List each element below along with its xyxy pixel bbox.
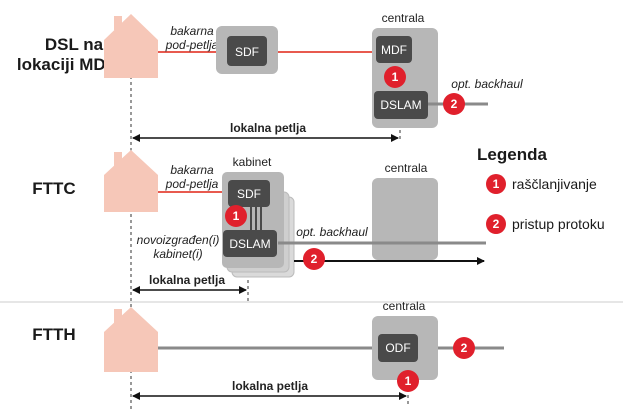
dsl-title-line1: DSL na — [45, 35, 104, 54]
fttc-backhaul-label: opt. backhaul — [296, 225, 368, 239]
legend-item-bitstream-label: pristup protoku — [512, 216, 605, 232]
fttc-title: FTTC — [32, 179, 75, 198]
fttc-bitstream-badge: 2 — [303, 248, 325, 270]
dsl-dslam-box — [374, 91, 428, 119]
fttc-copper-label-line1: bakarna — [170, 163, 214, 177]
legend-item-bitstream-badge: 2 — [493, 217, 500, 231]
ftth-central-office-label: centrala — [383, 299, 426, 313]
dsl-copper-label-line2: pod-petlja — [165, 38, 219, 52]
dsl-sdf-label: SDF — [235, 45, 259, 59]
legend-title: Legenda — [477, 145, 547, 164]
fttc-house-icon — [104, 150, 158, 212]
ftth-local-loop-label: lokalna petlja — [232, 379, 308, 393]
ftth-unbundling-badge: 1 — [397, 370, 419, 392]
ftth-unbundling-badge-number: 1 — [405, 374, 412, 388]
dsl-dslam-label: DSLAM — [380, 98, 421, 112]
fttc-local-loop-label: lokalna petlja — [149, 273, 225, 287]
row-ftth: FTTH centrala ODF 1 2 lokalna petlja — [32, 299, 504, 400]
legend: Legenda 1 raščlanjivanje 2 pristup proto… — [477, 145, 605, 234]
dsl-unbundling-badge: 1 — [384, 66, 406, 88]
dsl-backhaul-label: opt. backhaul — [451, 77, 523, 91]
fttc-new-cabinet-label-line2: kabinet(i) — [153, 247, 202, 261]
fttc-sdf-box — [228, 180, 270, 207]
fttc-central-office-label: centrala — [385, 161, 428, 175]
dsl-unbundling-badge-number: 1 — [392, 70, 399, 84]
dsl-sdf-box — [227, 36, 267, 66]
dsl-title-line2: lokaciji MDF-a — [17, 55, 132, 74]
dsl-bitstream-badge-number: 2 — [451, 97, 458, 111]
legend-item-unbundling-label: raščlanjivanje — [512, 176, 597, 192]
fttc-bitstream-badge-number: 2 — [311, 252, 318, 266]
dsl-mdf-label: MDF — [381, 43, 407, 57]
ftth-odf-label: ODF — [385, 341, 410, 355]
fttc-central-office — [372, 178, 438, 260]
dsl-mdf-box — [376, 36, 412, 63]
fttc-cabinet-label: kabinet — [233, 155, 272, 169]
fttc-dslam-box — [223, 230, 277, 257]
legend-item-unbundling: 1 raščlanjivanje — [486, 174, 597, 194]
dsl-copper-label-line1: bakarna — [170, 24, 214, 38]
fttc-sdf-label: SDF — [237, 187, 261, 201]
row-fttc: FTTC bakarna pod-petlja kabinet SDF DSLA… — [32, 150, 486, 294]
ftth-bitstream-badge: 2 — [453, 337, 475, 359]
legend-item-bitstream: 2 pristup protoku — [486, 214, 605, 234]
fttc-dslam-label: DSLAM — [229, 237, 270, 251]
fttc-copper-label-line2: pod-petlja — [165, 177, 219, 191]
fttc-unbundling-badge-number: 1 — [233, 209, 240, 223]
ftth-house-icon — [104, 307, 158, 372]
row-dsl: DSL na lokaciji MDF-a bakarna pod-petlja… — [17, 11, 523, 142]
ftth-bitstream-badge-number: 2 — [461, 341, 468, 355]
ftth-title: FTTH — [32, 325, 75, 344]
fttc-new-cabinet-label-line1: novoizgrađen(i) — [137, 233, 220, 247]
legend-item-unbundling-badge: 1 — [493, 177, 500, 191]
dsl-local-loop-label: lokalna petlja — [230, 121, 306, 135]
dsl-central-office-label: centrala — [382, 11, 425, 25]
dsl-bitstream-badge: 2 — [443, 93, 465, 115]
ftth-odf-box — [378, 334, 418, 362]
fttc-unbundling-badge: 1 — [225, 205, 247, 227]
dsl-house-icon — [104, 14, 158, 78]
